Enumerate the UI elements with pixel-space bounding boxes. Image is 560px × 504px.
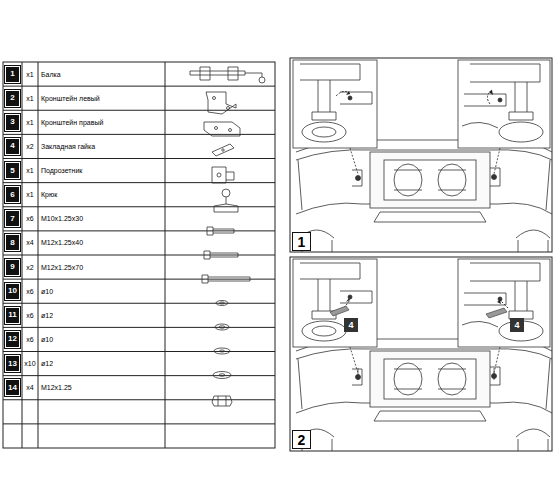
part-name: Закладная гайка xyxy=(39,134,164,158)
item-number: 8 xyxy=(5,234,20,251)
item-number: 13 xyxy=(5,355,20,372)
part-icons xyxy=(190,67,265,406)
part-name: ø12 xyxy=(39,303,164,327)
part-name: M12x1.25x70 xyxy=(39,255,164,279)
part-name: Подрозетник xyxy=(39,159,164,183)
quantity-cell: x1 xyxy=(22,86,38,110)
quantity-cell: x1 xyxy=(22,62,38,86)
part-name: M12x1.25x40 xyxy=(39,231,164,255)
part-name: Кронштейн левый xyxy=(39,86,164,110)
part-name: M10x1.25x30 xyxy=(39,207,164,231)
quantity-cell: x10 xyxy=(22,352,38,376)
part-name: ø12 xyxy=(39,352,164,376)
item-number: 3 xyxy=(5,114,20,131)
item-number: 14 xyxy=(5,379,20,396)
step-number: 2 xyxy=(292,430,311,449)
item-number: 9 xyxy=(5,259,20,276)
quantity-cell: x2 xyxy=(22,255,38,279)
item-number: 11 xyxy=(5,307,20,324)
quantity-cell: x4 xyxy=(22,231,38,255)
quantity-cell: x6 xyxy=(22,207,38,231)
item-number: 2 xyxy=(5,90,20,107)
quantity-cell: x2 xyxy=(22,134,38,158)
callout-number: 4 xyxy=(344,318,358,332)
item-number: 6 xyxy=(5,186,20,203)
part-name: M12x1.25 xyxy=(39,376,164,400)
item-number: 12 xyxy=(5,331,20,348)
callout-number: 4 xyxy=(510,318,524,332)
quantity-cell: x1 xyxy=(22,110,38,134)
install-panels xyxy=(290,58,552,451)
parts-table xyxy=(3,62,275,448)
step-number: 1 xyxy=(292,232,311,251)
item-number: 1 xyxy=(5,66,20,83)
quantity-cell: x1 xyxy=(22,183,38,207)
item-number: 7 xyxy=(5,210,20,227)
part-name: ø10 xyxy=(39,279,164,303)
part-name: Крюк xyxy=(39,183,164,207)
part-name: Балка xyxy=(39,62,164,86)
item-number: 5 xyxy=(5,162,20,179)
quantity-cell: x6 xyxy=(22,327,38,351)
item-number: 4 xyxy=(5,138,20,155)
part-name: Кронштейн правый xyxy=(39,110,164,134)
quantity-cell: x4 xyxy=(22,376,38,400)
part-name: ø10 xyxy=(39,327,164,351)
quantity-cell: x1 xyxy=(22,159,38,183)
quantity-cell: x6 xyxy=(22,303,38,327)
item-number: 10 xyxy=(5,283,20,300)
quantity-cell: x6 xyxy=(22,279,38,303)
